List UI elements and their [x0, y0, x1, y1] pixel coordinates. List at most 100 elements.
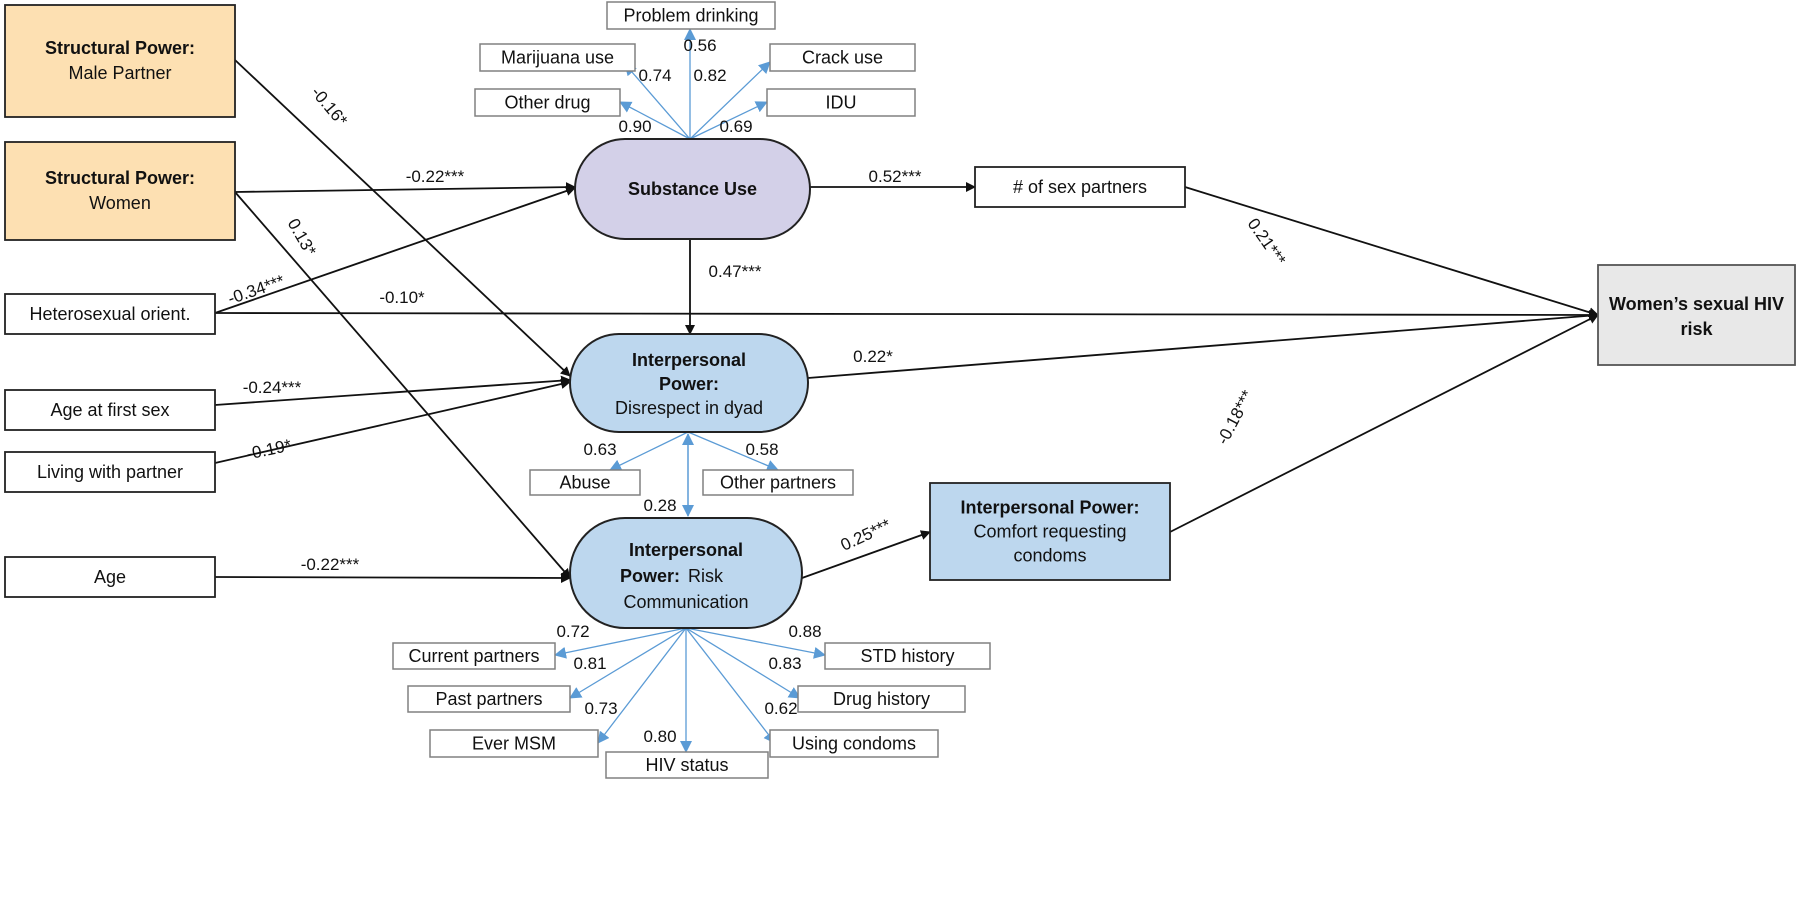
indicator-substance: Crack use [769, 43, 916, 72]
indicator-disrespect: Abuse [529, 469, 641, 496]
loading-arrow [687, 431, 779, 472]
indicator-substance: IDU [766, 88, 916, 117]
loading-arrow [685, 627, 826, 659]
path-sp_women-to-risk [234, 191, 571, 579]
node-label: Age at first sex [50, 400, 169, 420]
loading-arrow [609, 431, 689, 471]
loading-arrow [624, 63, 691, 140]
path-hetero-to-hiv_risk [214, 309, 1599, 320]
node-label: Comfort requesting [973, 522, 1126, 542]
loading-value: 0.56 [683, 36, 716, 55]
indicator-risk: STD history [824, 642, 991, 670]
loading-arrow [554, 627, 687, 659]
indicator-risk: Drug history [797, 685, 966, 713]
node-hetero: Heterosexual orient. [4, 293, 216, 335]
node-label: Risk [688, 566, 724, 586]
path-coefficient: 0.52*** [869, 167, 922, 186]
path-living-to-disrespect [214, 379, 571, 464]
loading-arrow [689, 101, 768, 140]
node-label: # of sex partners [1013, 177, 1147, 197]
path-coefficient: -0.24*** [243, 378, 302, 397]
path-comfort-to-hiv_risk [1169, 314, 1599, 533]
path-coefficient: -0.34*** [225, 271, 287, 308]
indicator-label: Crack use [802, 48, 883, 68]
loading-value: 0.83 [768, 654, 801, 673]
indicator-substance: Problem drinking [606, 1, 776, 30]
node-sp-male: Structural Power:Male Partner [4, 4, 236, 118]
loading-value: 0.69 [719, 117, 752, 136]
node-age-first-sex: Age at first sex [4, 389, 216, 431]
indicator-label: Other partners [720, 473, 836, 493]
node-hiv-risk: Women’s sexual HIV risk [1597, 264, 1796, 366]
loading-value: 0.74 [638, 66, 671, 85]
indicator-label: Other drug [504, 93, 590, 113]
indicator-label: Past partners [435, 689, 542, 709]
indicator-risk: Ever MSM [429, 729, 599, 758]
loading-value: 0.81 [573, 654, 606, 673]
path-coefficient: -0.18*** [1213, 387, 1257, 448]
indicator-risk: Past partners [407, 685, 571, 713]
indicator-disrespect: Other partners [702, 469, 854, 496]
node-label: Communication [623, 592, 748, 612]
indicator-label: STD history [860, 646, 954, 666]
loading-value: 0.88 [788, 622, 821, 641]
loading-arrow [597, 627, 687, 744]
indicator-substance: Marijuana use [479, 43, 636, 72]
indicator-label: Current partners [408, 646, 539, 666]
node-label: Interpersonal Power: [960, 498, 1139, 518]
node-label: Heterosexual orient. [29, 304, 190, 324]
indicator-label: Drug history [833, 689, 930, 709]
indicator-risk: HIV status [605, 751, 769, 779]
indicator-label: Abuse [559, 473, 610, 493]
node-age: Age [4, 556, 216, 598]
node-sp-women: Structural Power:Women [4, 141, 236, 241]
node-label: Power: [659, 374, 719, 394]
indicator-label: Ever MSM [472, 734, 556, 754]
node-comfort: Interpersonal Power: Comfort requesting co… [929, 482, 1171, 581]
path-coefficient: 0.22* [853, 347, 893, 366]
node-sex-partners: # of sex partners [974, 166, 1186, 208]
node-label: condoms [1013, 546, 1086, 566]
path-coefficient: -0.22*** [301, 555, 360, 574]
node-label: risk [1680, 319, 1713, 339]
indicator-substance: Other drug [474, 88, 621, 117]
loading-value: 0.80 [643, 727, 676, 746]
node-label: Interpersonal [632, 350, 746, 370]
node-label: Living with partner [37, 462, 183, 482]
path-sex_partners-to-hiv_risk [1184, 186, 1599, 318]
path-disrespect-to-hiv_risk [807, 310, 1599, 379]
node-label: Women’s sexual HIV [1609, 294, 1784, 314]
path-sp_male-to-disrespect [234, 59, 571, 377]
loading-arrow [685, 627, 776, 744]
indicator-label: Marijuana use [501, 48, 614, 68]
indicator-label: Problem drinking [623, 6, 758, 26]
path-coefficient: -0.10* [379, 288, 425, 307]
loading-arrow [619, 101, 691, 140]
loading-value: 0.62 [764, 699, 797, 718]
node-label: Age [94, 567, 126, 587]
path-coefficient: -0.16* [307, 83, 351, 130]
node-label: Interpersonal [629, 540, 743, 560]
path-coefficient: 0.21*** [1244, 215, 1290, 270]
indicator-risk: Using condoms [769, 729, 939, 758]
path-coefficient: 0.13* [284, 215, 320, 259]
loading-arrow [689, 61, 771, 140]
loading-value: 0.90 [618, 117, 651, 136]
loading-arrow [685, 627, 801, 699]
node-label: Disrespect in dyad [615, 398, 763, 418]
loading-value: 0.73 [584, 699, 617, 718]
loading-value: 0.82 [693, 66, 726, 85]
path-coefficient: -0.19* [245, 436, 294, 464]
node-label: Power: [620, 566, 680, 586]
node-label: Substance Use [628, 179, 757, 199]
path-age-to-risk [214, 572, 571, 583]
indicator-label: HIV status [645, 755, 728, 775]
path-coefficient: 0.47*** [709, 262, 762, 281]
node-label: Structural Power: [45, 168, 195, 188]
loading-value: 0.72 [556, 622, 589, 641]
indicator-risk: Current partners [392, 642, 556, 670]
indicator-label: IDU [826, 93, 857, 113]
node-label: Structural Power: [45, 38, 195, 58]
